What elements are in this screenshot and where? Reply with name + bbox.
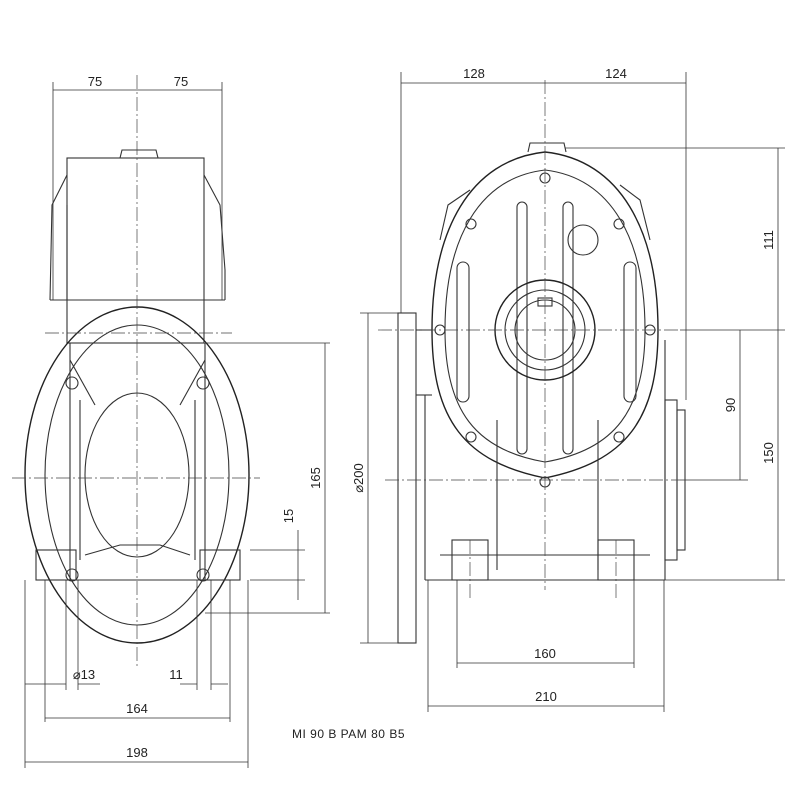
right-front-view <box>360 72 785 712</box>
dim-right-top-a: 128 <box>463 66 485 81</box>
dim-shaft-height: 150 <box>761 442 776 464</box>
left-side-view <box>12 75 330 768</box>
dim-left-half-width-a: 75 <box>88 74 102 89</box>
dim-base-width-right: 210 <box>535 689 557 704</box>
dim-foot-thickness: 11 <box>169 667 183 682</box>
dim-top-to-shaft: 111 <box>761 230 776 250</box>
dim-shaft-center-offset: 90 <box>723 398 738 412</box>
dim-output-height: 165 <box>308 467 323 489</box>
dim-bolt-hole-dia: ⌀13 <box>73 667 95 682</box>
dim-foot-hole-spacing: 164 <box>126 701 148 716</box>
model-caption: MI 90 B PAM 80 B5 <box>292 727 405 741</box>
dim-base-width-left: 198 <box>126 745 148 760</box>
dim-foot-holes-right: 160 <box>534 646 556 661</box>
dim-flange-dia: ⌀200 <box>351 463 366 493</box>
dim-right-top-b: 124 <box>605 66 627 81</box>
dim-left-half-width-b: 75 <box>174 74 188 89</box>
dim-flange-offset: 15 <box>281 509 296 523</box>
